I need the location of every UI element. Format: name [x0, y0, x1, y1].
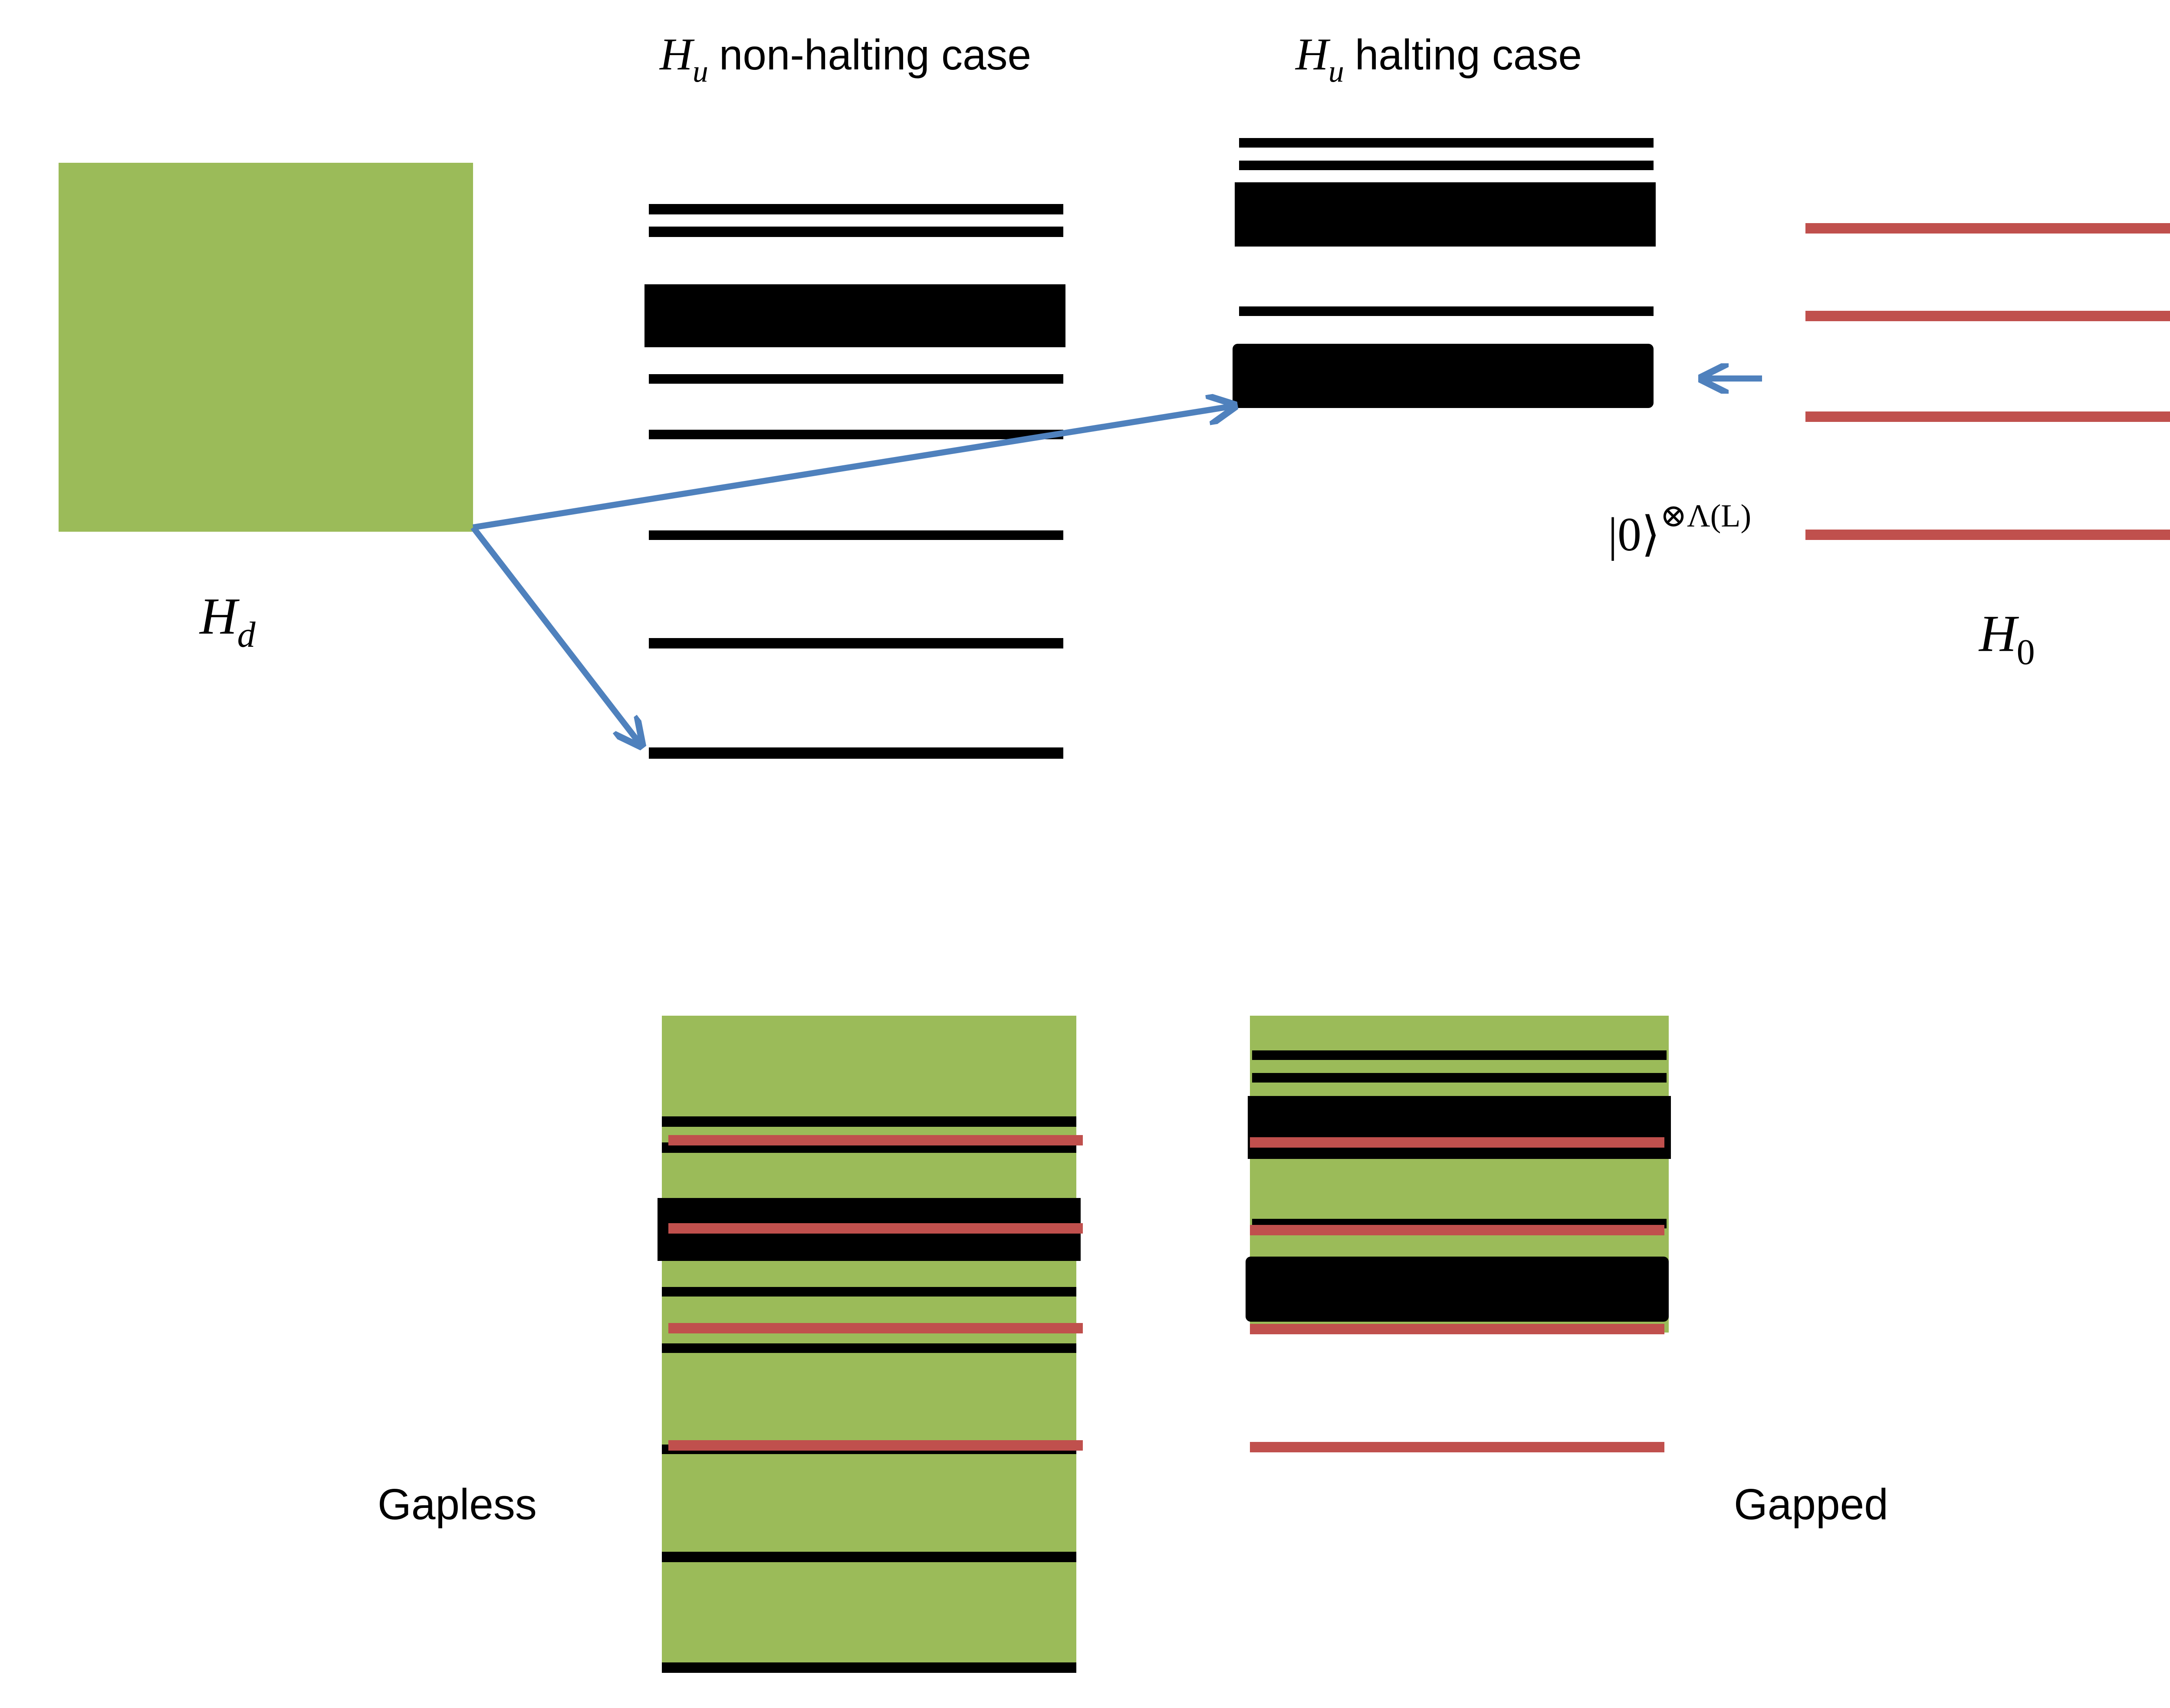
halting-level	[1239, 306, 1654, 316]
hd-label-main: H	[199, 587, 240, 645]
hd-label-sub: d	[237, 615, 256, 655]
halting-title-sub: u	[1328, 54, 1344, 89]
h0-label-sub: 0	[2017, 632, 2035, 672]
nonhalting-title-h: H	[659, 29, 695, 79]
nonhalting-title: Hu non-halting case	[659, 29, 1031, 89]
h0-level	[1805, 411, 2170, 422]
nonhalting-level	[649, 430, 1063, 439]
gapped-level	[1252, 1050, 1667, 1060]
gapless-label: Gapless	[378, 1480, 537, 1529]
ket-label: |0⟩	[1608, 508, 1660, 561]
gapless-h0-level	[668, 1135, 1083, 1145]
h0-level	[1805, 223, 2170, 234]
halting-spectrum	[1233, 138, 1656, 408]
gapped-band	[1246, 1257, 1669, 1322]
gapless-h0-level	[668, 1323, 1083, 1333]
gapless-level	[662, 1343, 1076, 1353]
halting-band	[1233, 344, 1654, 408]
gapless-level	[662, 1662, 1076, 1673]
gapped-spectrum	[1246, 1016, 1671, 1452]
halting-level	[1239, 138, 1654, 148]
nonhalting-level	[649, 638, 1063, 648]
arrow-hd-to-nonhalting	[470, 525, 641, 746]
gapless-green-block	[662, 1016, 1076, 1662]
ground-state-label: |0⟩⊗Λ(L)	[1608, 498, 1751, 561]
gapped-h0-level	[1250, 1225, 1664, 1235]
gapped-h0-level	[1250, 1137, 1664, 1148]
gapped-h0-level	[1250, 1442, 1664, 1452]
h0-spectrum	[1805, 223, 2170, 540]
nonhalting-title-text: non-halting case	[719, 31, 1031, 79]
hd-label: Hd	[199, 587, 256, 655]
gapped-label: Gapped	[1734, 1480, 1888, 1529]
nonhalting-level	[649, 204, 1063, 214]
h0-label: H0	[1978, 605, 2035, 672]
halting-level	[1239, 161, 1654, 170]
h0-level	[1805, 530, 2170, 540]
hd-spectrum-block	[59, 163, 473, 532]
nonhalting-level	[649, 374, 1063, 384]
gapless-h0-level	[668, 1440, 1083, 1451]
h0-label-main: H	[1978, 605, 2019, 662]
gapless-level	[662, 1287, 1076, 1297]
ket-sup-label: ⊗Λ(L)	[1660, 498, 1751, 534]
nonhalting-level	[649, 227, 1063, 237]
gapless-spectrum	[658, 1016, 1083, 1673]
halting-title-h: H	[1295, 29, 1331, 79]
gapped-h0-level	[1250, 1324, 1664, 1334]
nonhalting-level	[649, 530, 1063, 540]
halting-title-text: halting case	[1355, 31, 1582, 79]
halting-title: Hu halting case	[1295, 29, 1582, 89]
gapless-level	[662, 1116, 1076, 1127]
nonhalting-spectrum	[644, 204, 1065, 759]
arrow-hd-to-halting	[472, 406, 1235, 530]
nonhalting-level	[649, 747, 1063, 759]
halting-band	[1235, 182, 1656, 247]
nonhalting-title-sub: u	[693, 54, 708, 89]
gapless-h0-level	[668, 1223, 1083, 1234]
gapless-level	[662, 1552, 1076, 1562]
gapped-level	[1252, 1073, 1667, 1083]
gapped-band	[1248, 1096, 1671, 1159]
nonhalting-band	[644, 284, 1065, 347]
h0-level	[1805, 311, 2170, 321]
